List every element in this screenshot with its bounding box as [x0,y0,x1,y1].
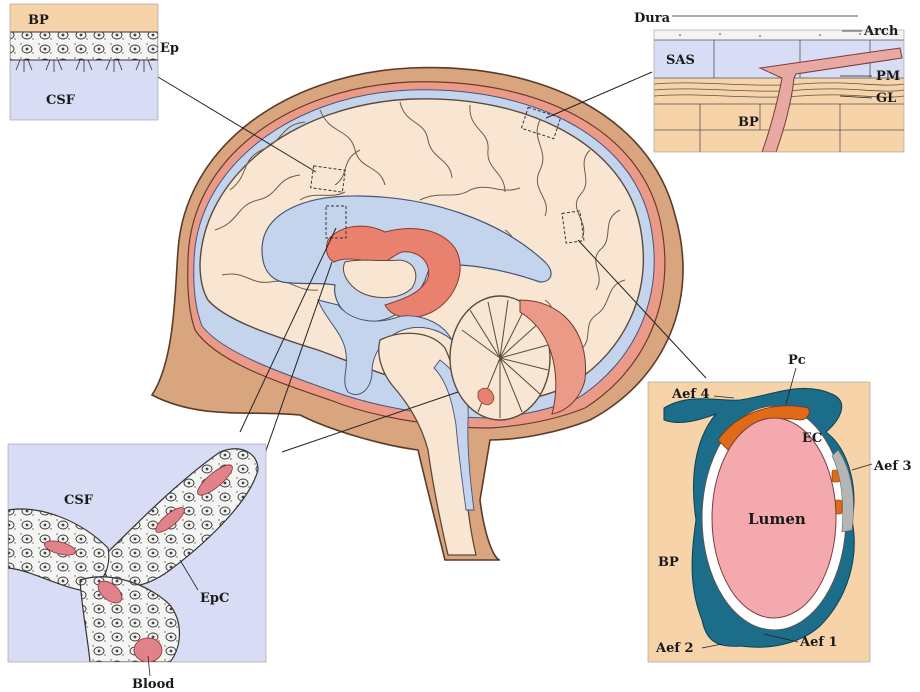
meninges-sas-label: SAS [666,53,695,68]
capillary-aef3-label: Aef 3 [873,459,912,474]
meninges-pm-label: PM [876,69,900,84]
meninges-dura-label: Dura [634,11,671,26]
meninges-gl-label: GL [876,91,896,106]
capillary-lumen-label: Lumen [748,510,806,528]
meninges-bp-label: BP [738,115,759,130]
choroid-csf-label: CSF [64,493,94,508]
meninges-inset [654,30,904,152]
ependyma-bp-label: BP [28,13,49,28]
meninges-arch-label: Arch [863,24,899,39]
choroid-plexus-inset [8,444,266,662]
capillary-aef4-label: Aef 4 [671,387,710,402]
capillary-ec-label: EC [802,431,822,446]
choroid-blood-label: Blood [132,677,174,692]
choroid-epc-label: EpC [200,591,229,606]
ependyma-ep-label: Ep [160,41,179,56]
capillary-bp-label: BP [658,555,679,570]
capillary-pc-label: Pc [788,353,806,368]
ependyma-csf-label: CSF [46,93,76,108]
capillary-aef1-label: Aef 1 [799,635,838,650]
capillary-aef2-label: Aef 2 [655,641,694,656]
